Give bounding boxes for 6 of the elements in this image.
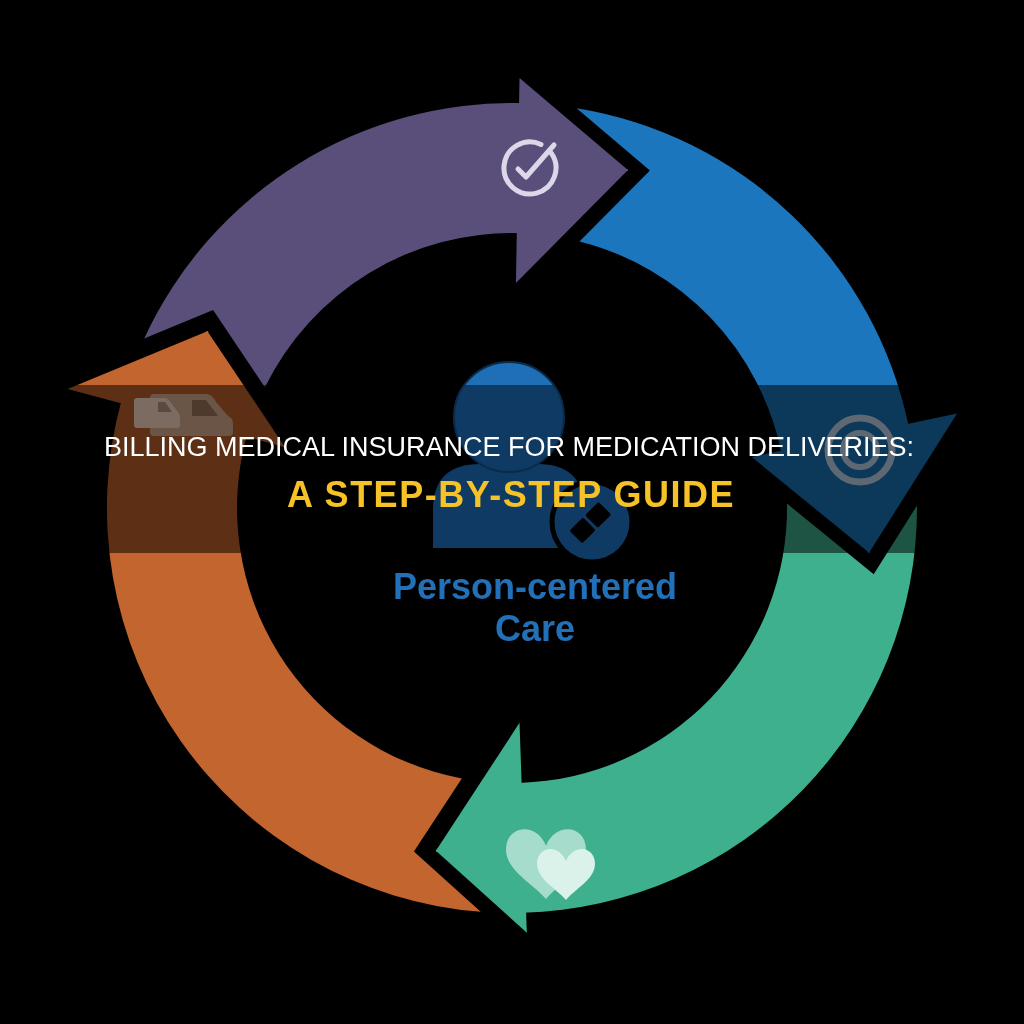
subtitle: A STEP-BY-STEP GUIDE [285, 477, 737, 513]
arrowhead [515, 78, 629, 284]
arrowhead [751, 413, 958, 554]
title: BILLING MEDICAL INSURANCE FOR MEDICATION DELIVERIES: [102, 434, 916, 461]
center-heading: Person-centered Care [391, 566, 679, 650]
ring-segment [144, 103, 522, 388]
